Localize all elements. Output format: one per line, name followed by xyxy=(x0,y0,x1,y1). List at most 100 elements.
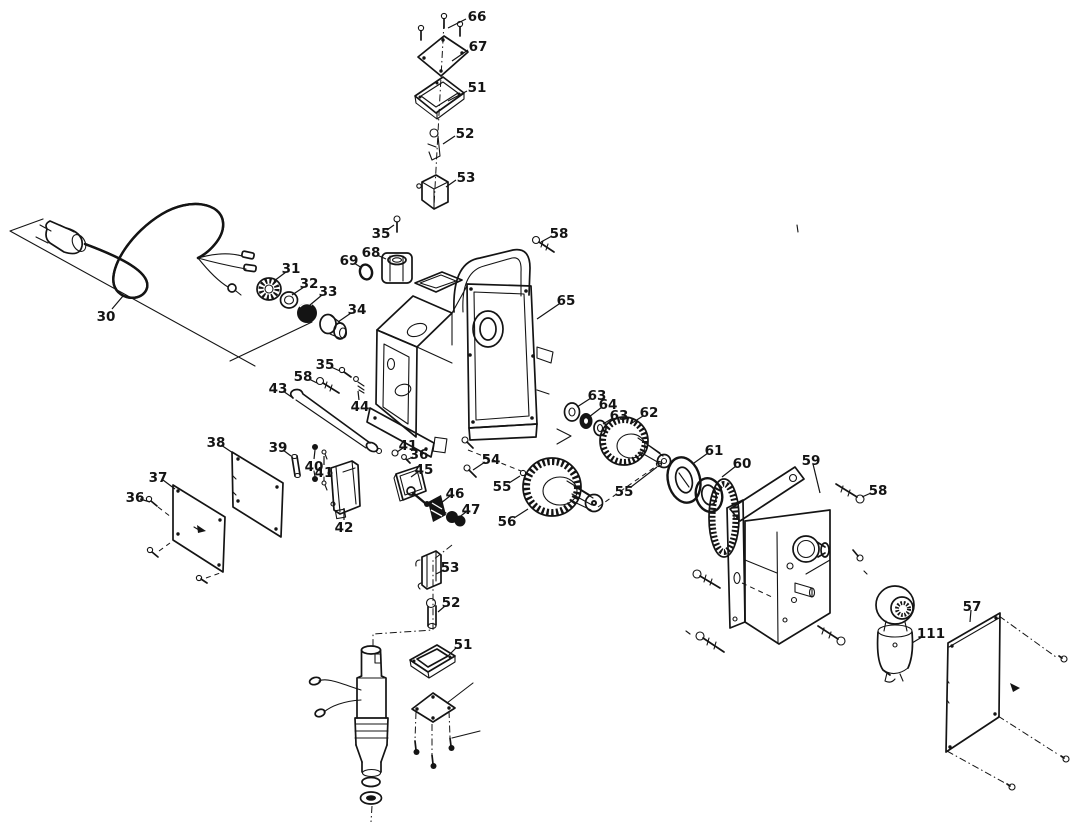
callout-63: 63 xyxy=(576,388,606,408)
part-number-label: 36 xyxy=(410,447,429,463)
callout-67: 67 xyxy=(451,39,488,62)
part-number-label: 58 xyxy=(869,483,888,499)
pin-52-bottom xyxy=(425,597,437,630)
leader-line xyxy=(721,465,737,478)
leader-line xyxy=(139,498,151,503)
part-number-label: 58 xyxy=(294,369,313,385)
callout-65: 65 xyxy=(536,293,576,320)
gear-62 xyxy=(599,416,672,469)
switch-42 xyxy=(327,460,361,520)
callout-58: 58 xyxy=(540,226,569,243)
leader-line xyxy=(111,295,124,310)
part-number-label: 37 xyxy=(149,470,168,486)
grommet-33 xyxy=(297,302,317,323)
screws-54 xyxy=(461,436,477,478)
callout-42: 42 xyxy=(335,508,353,536)
bottom-plate-group xyxy=(411,682,481,769)
callout-43: 43 xyxy=(269,381,294,399)
part-number-label: 41 xyxy=(315,465,334,481)
leader-line xyxy=(445,179,457,188)
gear-housing-65 xyxy=(366,248,554,458)
part-number-label: 66 xyxy=(468,9,487,25)
callout-35: 35 xyxy=(316,357,341,373)
part-number-label: 45 xyxy=(415,462,434,478)
leader-line xyxy=(435,569,445,575)
leader-line xyxy=(457,511,467,519)
leader-line xyxy=(442,135,456,145)
callout-51: 51 xyxy=(447,637,472,657)
callout-41: 41 xyxy=(396,438,418,454)
leader-line xyxy=(357,390,360,401)
power-cord-30 xyxy=(9,202,257,367)
part-number-label: 53 xyxy=(457,170,476,186)
callout-57: 57 xyxy=(963,599,982,623)
part-number-label: 30 xyxy=(97,309,116,325)
spring-screw-44 xyxy=(353,376,365,394)
callout-38: 38 xyxy=(207,435,234,454)
leader-line xyxy=(447,18,467,29)
washer-61 xyxy=(666,456,702,504)
callout-61: 61 xyxy=(693,443,724,464)
callout-111: 111 xyxy=(911,626,945,644)
leader-line xyxy=(536,303,560,320)
leader-line xyxy=(911,636,923,644)
callout-53: 53 xyxy=(445,170,476,188)
gasket-plate-67 xyxy=(417,35,469,77)
brush-holder-53-top xyxy=(416,174,449,210)
callout-60: 60 xyxy=(721,456,752,478)
leader-line xyxy=(540,235,553,243)
leader-line xyxy=(162,479,176,490)
part-number-label: 43 xyxy=(269,381,288,397)
leader-line xyxy=(405,456,414,461)
callout-36: 36 xyxy=(405,447,429,463)
part-number-label: 67 xyxy=(469,39,488,55)
screw-58-top xyxy=(531,235,555,253)
part-number-label: 35 xyxy=(372,226,391,242)
bushing-34 xyxy=(319,313,348,340)
washer-63-a xyxy=(563,402,581,422)
part-number-label: 61 xyxy=(705,443,724,459)
cover-plate-57-right xyxy=(945,612,1070,791)
callout-64: 64 xyxy=(588,397,618,418)
leader-line xyxy=(396,447,404,453)
callout-37: 37 xyxy=(149,470,176,490)
leader-line xyxy=(410,471,419,478)
part-number-label: 40 xyxy=(305,459,324,475)
screw-58-mid xyxy=(315,376,340,394)
leader-line xyxy=(273,271,287,282)
callout-59: 59 xyxy=(802,453,821,494)
part-number-label: 35 xyxy=(316,357,335,373)
leader-line xyxy=(969,609,972,623)
part-number-label: 46 xyxy=(446,486,465,502)
part-number-label: 65 xyxy=(557,293,576,309)
part-number-label: 34 xyxy=(348,302,367,318)
brush-46 xyxy=(428,495,446,522)
part-number-label: 111 xyxy=(917,626,945,642)
part-number-label: 62 xyxy=(640,405,659,421)
callout-66: 66 xyxy=(447,9,487,29)
gasket-38 xyxy=(231,451,284,538)
cover-plate-37 xyxy=(172,484,226,573)
washer-32 xyxy=(279,291,299,309)
leader-line xyxy=(337,312,352,323)
callout-58: 58 xyxy=(294,369,318,385)
callout-44: 44 xyxy=(351,390,369,415)
leader-line xyxy=(440,495,451,504)
callout-47: 47 xyxy=(457,502,480,519)
part-number-label: 64 xyxy=(599,397,618,413)
part-number-label: 58 xyxy=(550,226,569,242)
leader-line xyxy=(330,366,341,372)
part-number-label: 41 xyxy=(399,438,418,454)
callout-30: 30 xyxy=(97,295,124,325)
part-number-label: 60 xyxy=(733,456,752,472)
motor-assembly-59 xyxy=(685,466,868,645)
leader-line xyxy=(220,444,234,454)
callout-56: 56 xyxy=(498,508,529,530)
leader-line xyxy=(472,461,486,471)
part-number-label: 55 xyxy=(615,484,634,500)
part-number-label: 36 xyxy=(126,490,145,506)
part-number-label: 57 xyxy=(963,599,982,615)
callout-55: 55 xyxy=(493,475,521,495)
leader-line xyxy=(508,475,521,484)
